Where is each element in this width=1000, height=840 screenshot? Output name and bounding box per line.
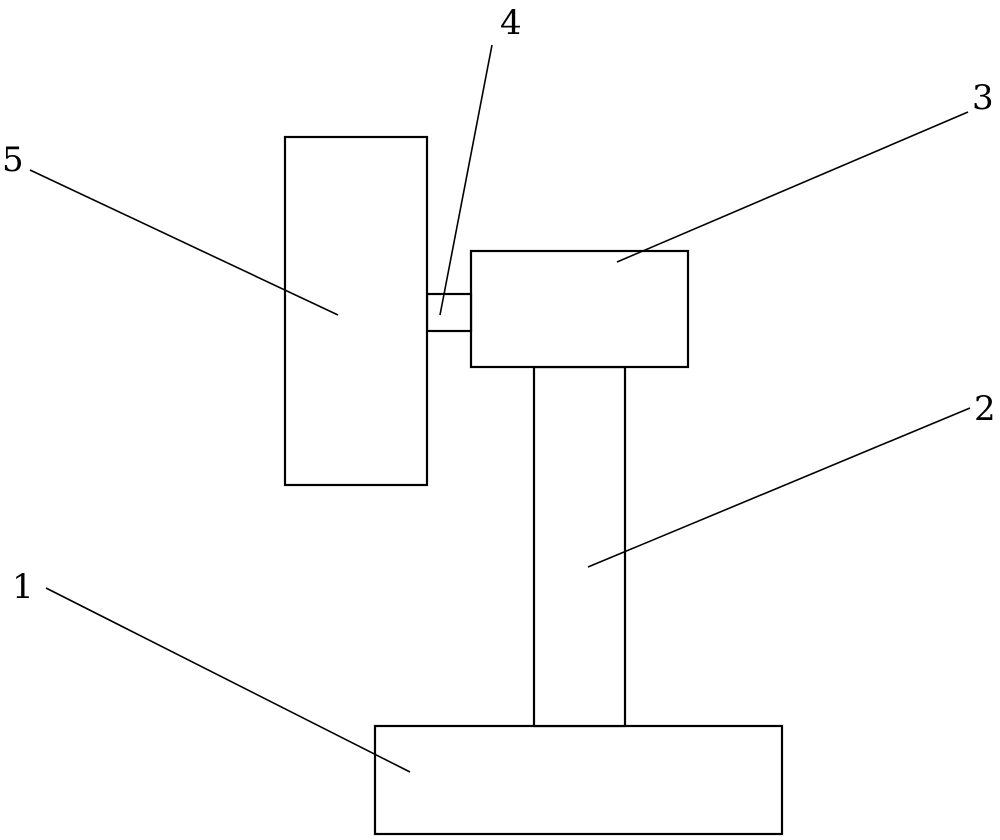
- callout-2: 2: [974, 389, 996, 429]
- callout-5: 5: [2, 140, 24, 180]
- callout-4: 4: [500, 3, 522, 43]
- part-4-connector: [425, 292, 473, 333]
- part-3-head: [469, 249, 690, 369]
- leader-line-2: [587, 407, 971, 568]
- leader-line-3: [616, 111, 969, 263]
- callout-3: 3: [972, 78, 994, 118]
- callout-1: 1: [12, 567, 34, 607]
- part-5-plate: [283, 135, 429, 487]
- leader-line-4: [439, 44, 493, 316]
- part-1-base: [373, 724, 784, 836]
- leader-line-5: [29, 169, 339, 316]
- part-2-column: [532, 365, 627, 728]
- leader-line-1: [45, 587, 411, 773]
